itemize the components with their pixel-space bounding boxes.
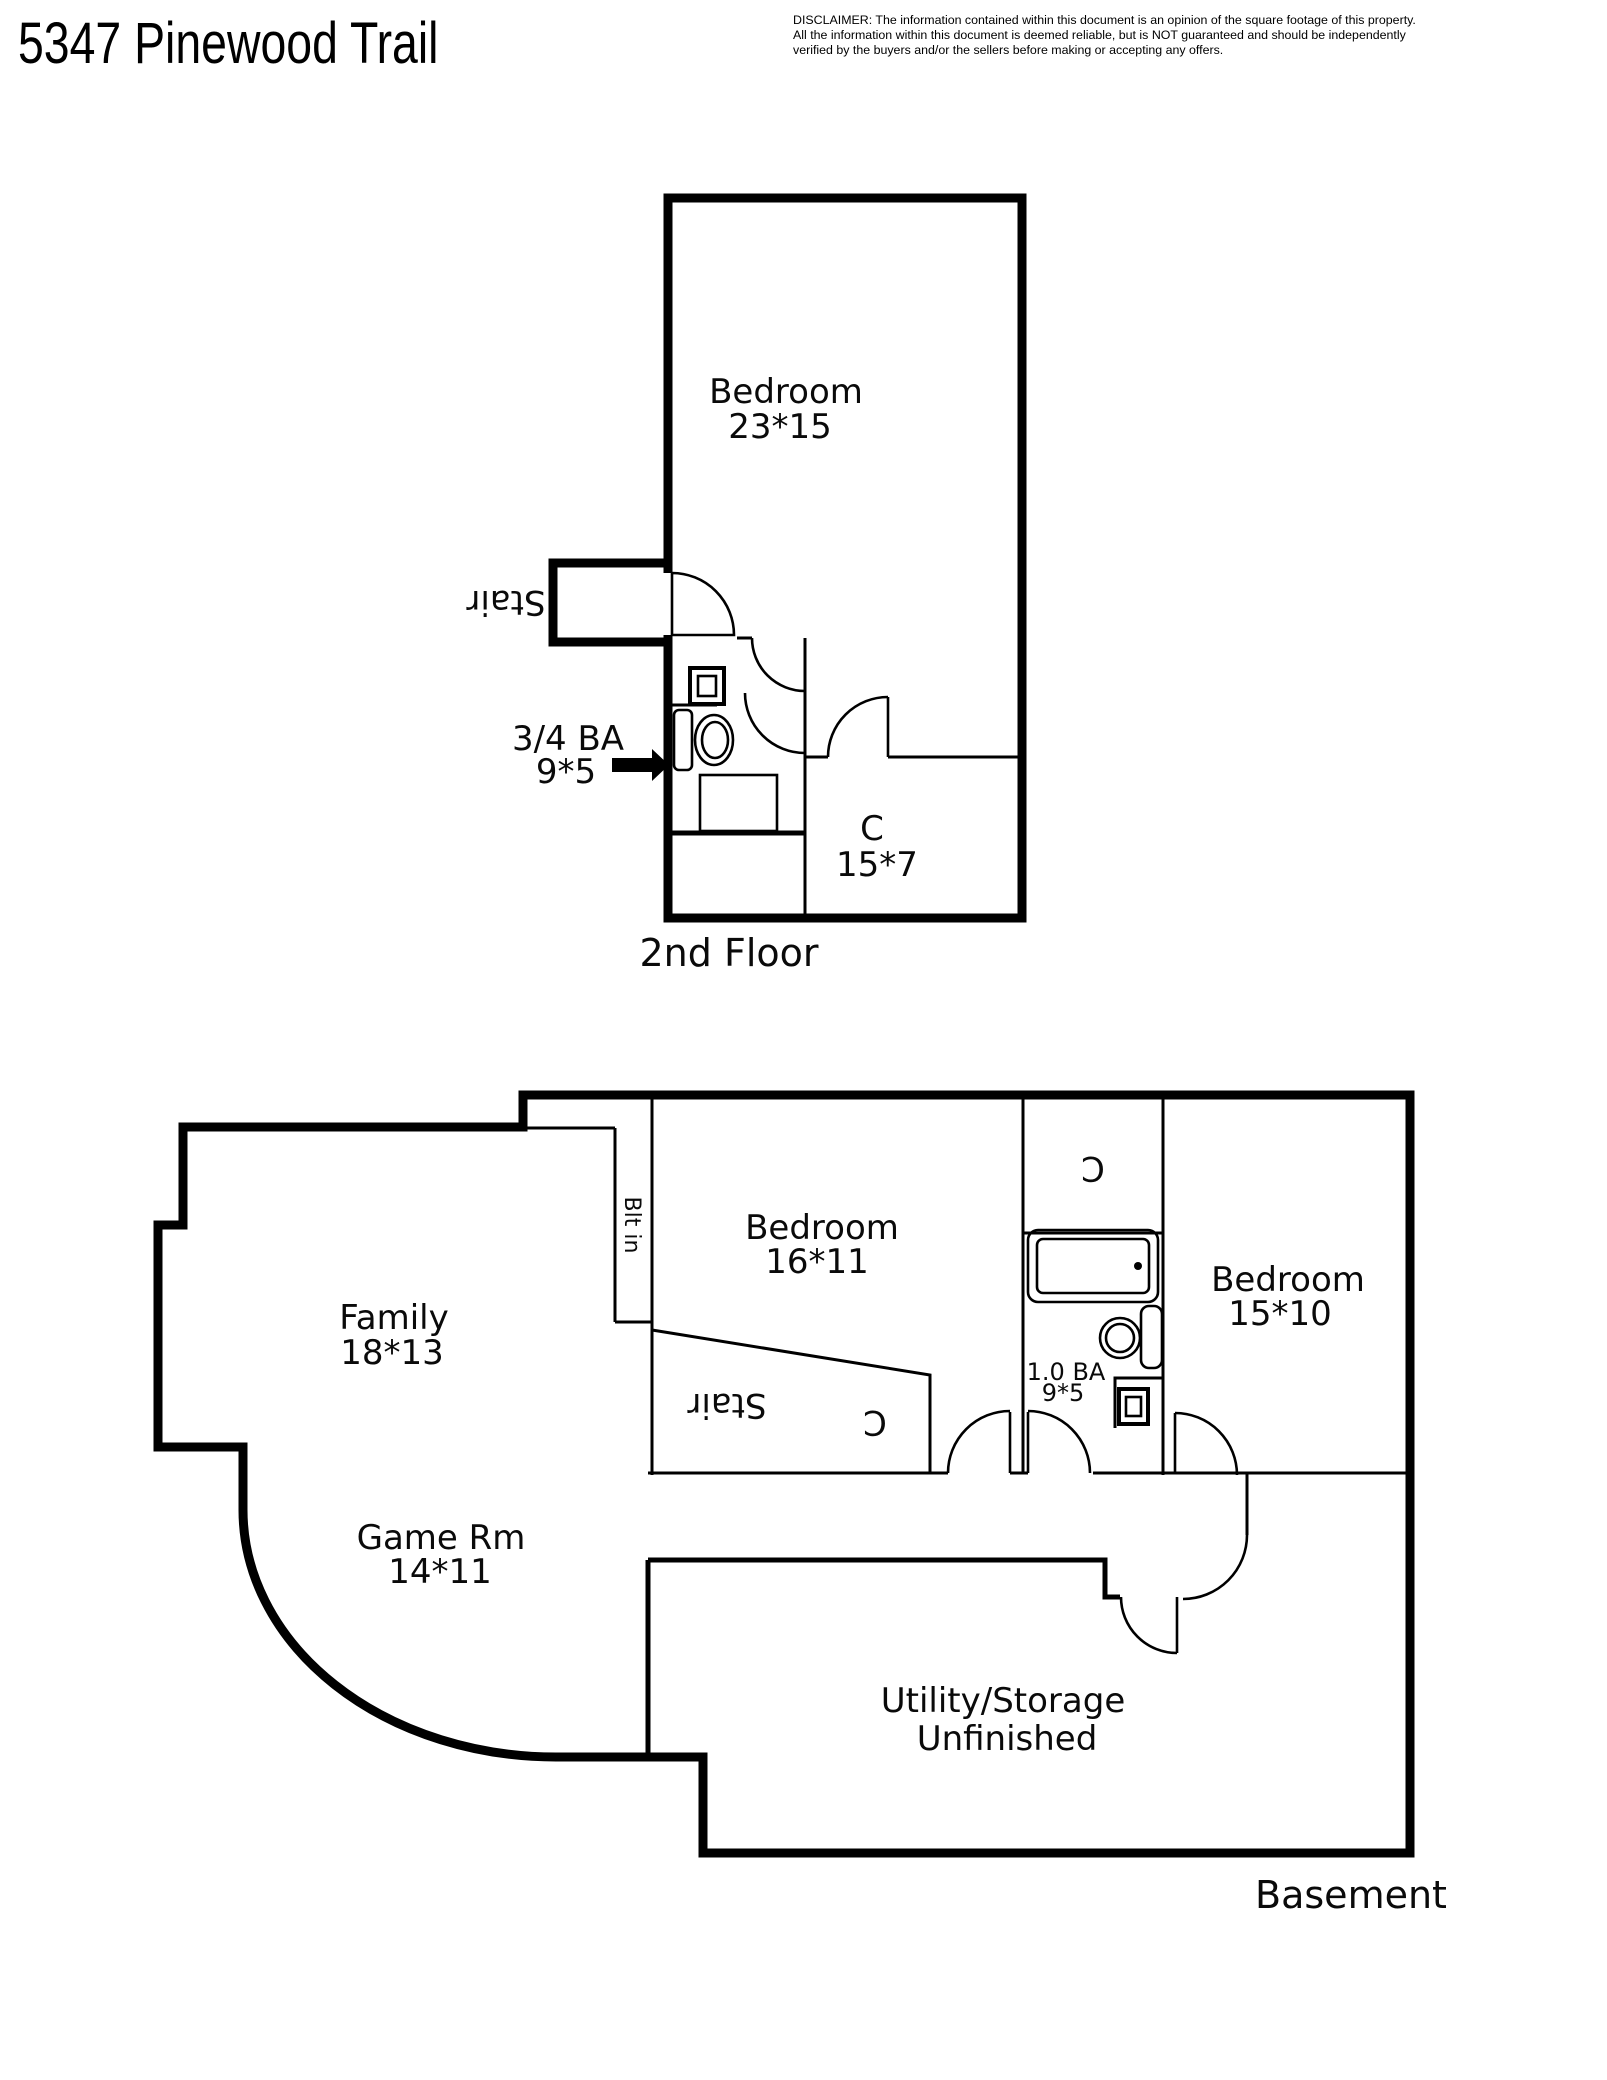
room-label-closet: C <box>860 809 884 849</box>
sink-basin-icon <box>696 674 718 698</box>
sink-icon <box>688 666 726 706</box>
disclaimer-line-2: All the information within this document… <box>793 28 1406 42</box>
basement-plan: Family 18*13 Game Rm 14*11 Bedroom 16*11… <box>153 1090 1447 1917</box>
toilet-tank-icon <box>672 708 694 772</box>
stair-wall <box>651 1328 932 1473</box>
toilet-icon <box>1117 1387 1150 1426</box>
door-swing-icon <box>1174 1411 1239 1476</box>
bathtub-icon <box>1026 1228 1160 1304</box>
room-label-bedroom: Bedroom <box>709 372 863 412</box>
stair-walls <box>548 558 672 647</box>
room-label-stair-closet: C <box>863 1402 887 1442</box>
door-swing-icon <box>670 571 736 637</box>
room-dims-bath: 9*5 <box>1042 1379 1085 1407</box>
room-label-bedroom-16: Bedroom <box>745 1208 899 1248</box>
room-dims-bedroom: 23*15 <box>728 407 832 447</box>
exterior-wall <box>153 1090 1415 1858</box>
door-swing-icon <box>743 692 806 755</box>
toilet-partition <box>1113 1376 1163 1428</box>
exterior-wall <box>663 193 1027 923</box>
room-label-bath: 3/4 BA <box>512 719 624 759</box>
shower-icon <box>698 773 779 833</box>
room-label-family: Family <box>339 1298 448 1338</box>
room-label-game-room: Game Rm <box>357 1518 526 1558</box>
room-dims-bedroom-16: 16*11 <box>765 1242 869 1282</box>
disclaimer-line-1: DISCLAIMER: The information contained wi… <box>793 13 1416 27</box>
toilet-inner-icon <box>1124 1395 1143 1418</box>
floor-name-basement: Basement <box>1255 1873 1447 1917</box>
door-swing-icon <box>1027 1409 1092 1474</box>
sink-bowl-inner-icon <box>1104 1322 1136 1354</box>
sink-counter-icon <box>1139 1304 1164 1370</box>
second-floor-plan: Bedroom 23*15 Stair 3/4 BA 9*5 C 15*7 2n… <box>466 193 1027 975</box>
toilet-icon <box>693 713 735 767</box>
utility-wall <box>648 1557 1120 1600</box>
room-condition-utility: Unfinished <box>917 1719 1098 1759</box>
toilet-bowl-icon <box>700 720 730 760</box>
disclaimer-line-3: verified by the buyers and/or the seller… <box>793 43 1224 57</box>
room-label-utility: Utility/Storage <box>881 1681 1126 1721</box>
room-label-closet: C <box>1081 1148 1105 1188</box>
door-swing-icon <box>946 1409 1011 1474</box>
room-label-bath: 1.0 BA <box>1027 1358 1106 1386</box>
bathtub-inner-icon <box>1035 1237 1151 1295</box>
room-label-stair: Stair <box>466 582 545 622</box>
door-swing-icon <box>750 637 806 693</box>
room-dims-closet: 15*7 <box>836 845 918 885</box>
disclaimer-text: DISCLAIMER: The information contained wi… <box>793 13 1416 58</box>
door-swing-icon <box>826 695 889 758</box>
room-label-bedroom-15: Bedroom <box>1211 1260 1365 1300</box>
room-dims-bedroom-15: 15*10 <box>1228 1294 1332 1334</box>
room-label-stair: Stair <box>687 1385 766 1425</box>
room-label-built-in: Blt in <box>619 1197 644 1254</box>
floor-name-second: 2nd Floor <box>640 931 819 975</box>
door-swing-icon <box>1119 1596 1178 1655</box>
bathtub-drain-icon <box>1134 1262 1142 1270</box>
page-title: 5347 Pinewood Trail <box>18 11 439 76</box>
door-swing-icon <box>1182 1534 1249 1601</box>
room-dims-family: 18*13 <box>340 1333 444 1373</box>
room-dims-game-room: 14*11 <box>388 1552 492 1592</box>
room-dims-bath: 9*5 <box>536 752 596 792</box>
bath-pointer-arrow-icon <box>612 749 669 781</box>
